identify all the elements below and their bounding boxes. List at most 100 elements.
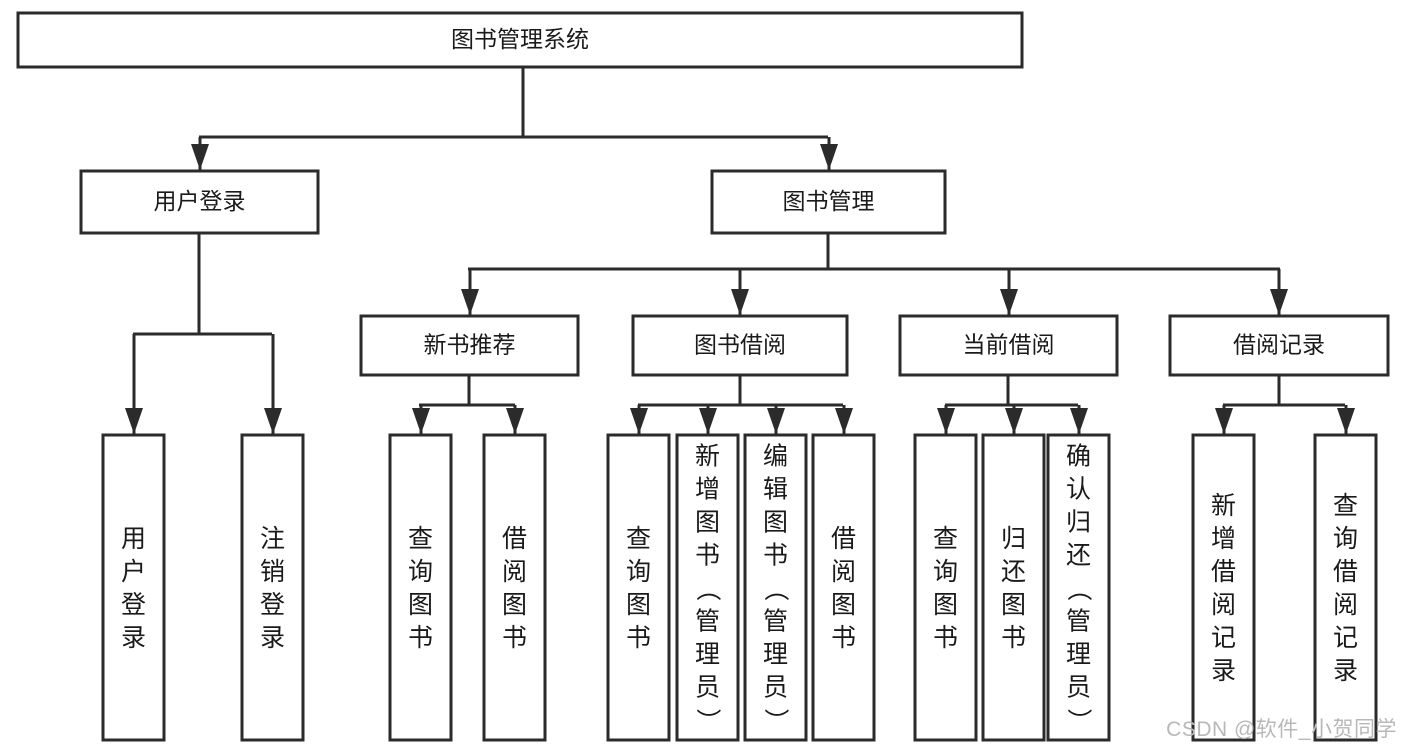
arrow-head-icon [461, 289, 479, 315]
node-label-leaf-confirm-return-char-0: 确 [1066, 443, 1091, 471]
node-label-leaf-query-record-char-1: 询 [1333, 525, 1358, 553]
node-box-leaf-borrow-book-2[interactable] [811, 433, 876, 742]
node-label-leaf-query-record-char-3: 阅 [1333, 591, 1358, 619]
node-box-book-manage[interactable] [710, 169, 947, 235]
node-label-leaf-borrow-book-1-char-2: 图 [502, 591, 527, 619]
node-layer: 图书管理系统用户登录图书管理新书推荐图书借阅当前借阅借阅记录用户登录注销登录查询… [16, 11, 1390, 742]
node-label-user-login: 用户登录 [154, 188, 246, 214]
node-box-root[interactable] [16, 11, 1024, 69]
node-box-leaf-query-book-3[interactable] [913, 433, 978, 742]
node-box-user-login[interactable] [79, 169, 320, 235]
node-label-borrow-record: 借阅记录 [1233, 332, 1325, 358]
node-borrow-record[interactable]: 借阅记录 [1168, 314, 1390, 377]
node-label-leaf-edit-book-char-1: 辑 [763, 476, 788, 504]
node-box-leaf-return-book[interactable] [981, 433, 1046, 742]
node-box-leaf-add-record[interactable] [1191, 433, 1256, 742]
node-label-book-borrow: 图书借阅 [694, 332, 786, 358]
node-label-leaf-query-book-2-char-1: 询 [626, 558, 651, 586]
node-label-leaf-add-book-char-8: ） [694, 708, 722, 733]
node-label-leaf-return-book-char-3: 书 [1001, 624, 1026, 652]
node-box-current-borrow[interactable] [898, 314, 1119, 377]
node-label-leaf-query-record-char-5: 录 [1333, 657, 1358, 685]
node-label-leaf-borrow-book-1-char-1: 阅 [502, 558, 527, 586]
node-box-book-borrow[interactable] [631, 314, 849, 377]
node-box-leaf-confirm-return[interactable] [1046, 433, 1111, 742]
node-box-new-book-recommend[interactable] [359, 314, 580, 377]
node-box-leaf-borrow-book-1[interactable] [482, 433, 547, 742]
node-box-leaf-logout[interactable] [240, 433, 305, 742]
arrow-head-icon [125, 408, 143, 434]
node-box-leaf-user-login[interactable] [101, 433, 166, 742]
arrow-head-icon [699, 408, 717, 434]
node-label-leaf-edit-book-char-2: 图 [763, 509, 788, 537]
node-label-leaf-query-book-1-char-1: 询 [408, 558, 433, 586]
node-label-leaf-logout-char-0: 注 [260, 525, 285, 553]
node-label-leaf-query-book-3-char-1: 询 [933, 558, 958, 586]
node-label-new-book-recommend: 新书推荐 [424, 332, 516, 358]
node-label-leaf-logout-char-2: 登 [260, 591, 285, 619]
node-label-leaf-query-book-1-char-0: 查 [408, 525, 433, 553]
node-label-leaf-borrow-book-2-char-2: 图 [831, 591, 856, 619]
node-label-leaf-query-book-3-char-3: 书 [933, 624, 958, 652]
node-label-leaf-logout-char-1: 销 [260, 558, 285, 586]
arrow-head-icon [630, 408, 648, 434]
node-label-leaf-add-book-char-1: 增 [695, 476, 720, 504]
node-label-leaf-query-book-1-char-3: 书 [408, 624, 433, 652]
node-label-leaf-logout-char-3: 录 [260, 624, 285, 652]
node-label-leaf-edit-book-char-7: 员 [763, 674, 788, 702]
arrow-head-icon [937, 408, 955, 434]
node-box-leaf-query-book-2[interactable] [606, 433, 671, 742]
node-box-leaf-query-record[interactable] [1313, 433, 1378, 742]
node-book-borrow[interactable]: 图书借阅 [631, 314, 849, 377]
node-label-leaf-confirm-return-char-2: 归 [1066, 509, 1091, 537]
node-leaf-user-login[interactable]: 用户登录 [101, 433, 166, 742]
node-user-login[interactable]: 用户登录 [79, 169, 320, 235]
node-label-leaf-confirm-return-char-3: 还 [1066, 542, 1091, 570]
node-label-leaf-confirm-return-char-8: ） [1065, 708, 1093, 733]
node-label-leaf-user-login-char-0: 用 [121, 525, 146, 553]
node-label-leaf-query-record-char-4: 记 [1333, 624, 1358, 652]
node-current-borrow[interactable]: 当前借阅 [898, 314, 1119, 377]
node-book-manage[interactable]: 图书管理 [710, 169, 947, 235]
node-label-leaf-query-record-char-0: 查 [1333, 492, 1358, 520]
node-label-leaf-return-book-char-1: 还 [1001, 558, 1026, 586]
connector-layer [125, 67, 1355, 434]
node-label-leaf-confirm-return-char-5: 管 [1066, 608, 1091, 636]
node-label-leaf-edit-book-char-0: 编 [763, 443, 788, 471]
node-label-leaf-add-record-char-4: 记 [1211, 624, 1236, 652]
node-box-leaf-add-book[interactable] [675, 433, 740, 742]
node-label-leaf-add-record-char-0: 新 [1211, 492, 1236, 520]
arrow-head-icon [731, 289, 749, 315]
node-label-leaf-add-record-char-3: 阅 [1211, 591, 1236, 619]
arrow-head-icon [1070, 408, 1088, 434]
node-label-leaf-add-book-char-7: 员 [695, 674, 720, 702]
node-label-leaf-return-book-char-2: 图 [1001, 591, 1026, 619]
node-label-leaf-query-book-3-char-2: 图 [933, 591, 958, 619]
node-label-leaf-edit-book-char-8: ） [762, 708, 790, 733]
node-box-leaf-query-book-1[interactable] [388, 433, 453, 742]
node-label-leaf-borrow-book-2-char-0: 借 [831, 525, 856, 553]
node-root[interactable]: 图书管理系统 [16, 11, 1024, 69]
node-label-leaf-borrow-book-1-char-0: 借 [502, 525, 527, 553]
node-label-leaf-user-login-char-3: 录 [121, 624, 146, 652]
node-box-borrow-record[interactable] [1168, 314, 1390, 377]
node-label-leaf-edit-book-char-3: 书 [763, 542, 788, 570]
arrow-head-icon [767, 408, 785, 434]
node-box-leaf-edit-book[interactable] [743, 433, 808, 742]
node-label-leaf-add-record-char-5: 录 [1211, 657, 1236, 685]
node-new-book-recommend[interactable]: 新书推荐 [359, 314, 580, 377]
